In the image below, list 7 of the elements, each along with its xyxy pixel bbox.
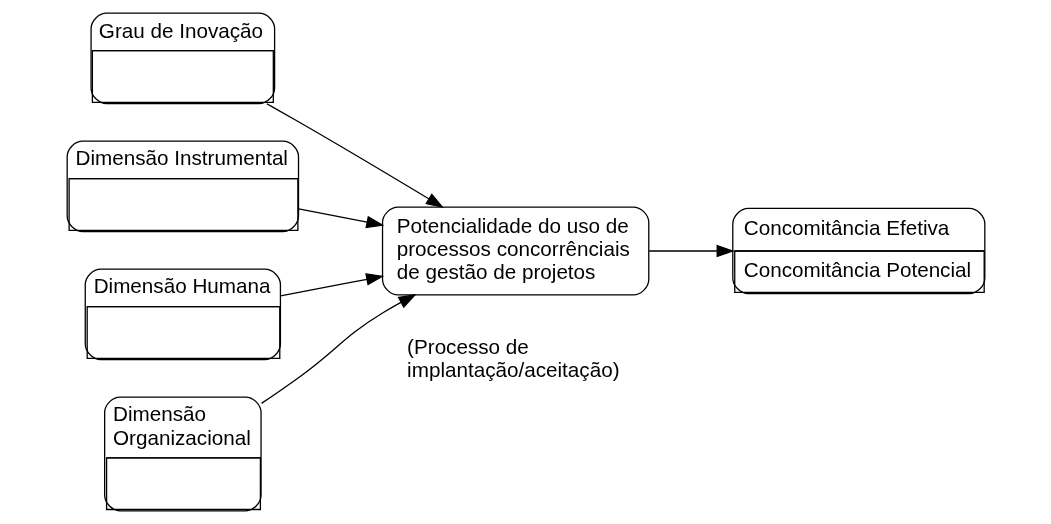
node-box: Potencialidade do uso de processos concorrênciais de gestão de projetos	[381, 206, 649, 296]
arrow	[647, 244, 735, 258]
node-label: (Processo de implantação/aceitação)	[406, 335, 620, 382]
arrow	[265, 103, 444, 209]
arrow	[297, 208, 384, 229]
arrow	[279, 273, 384, 297]
arrow	[260, 294, 417, 404]
